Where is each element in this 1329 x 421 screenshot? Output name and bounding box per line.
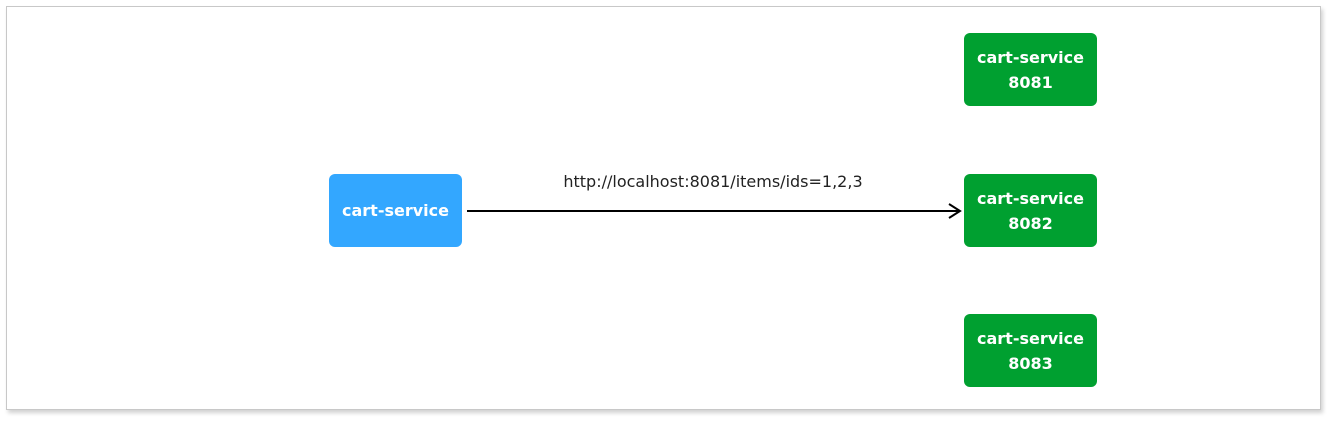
server-node-port: 8081 [1008, 72, 1053, 92]
request-url-label: http://localhost:8081/items/ids=1,2,3 [563, 172, 863, 191]
server-node-name: cart-service [977, 188, 1084, 208]
server-node-8083[interactable]: cart-service 8083 [964, 314, 1097, 387]
server-node-name: cart-service [977, 328, 1084, 348]
server-node-port: 8083 [1008, 353, 1053, 373]
diagram-canvas [6, 6, 1321, 410]
server-node-8081[interactable]: cart-service 8081 [964, 33, 1097, 106]
server-node-name: cart-service [977, 47, 1084, 67]
client-node-label: cart-service [342, 201, 449, 220]
edges-layer [467, 203, 962, 219]
server-node-8082[interactable]: cart-service 8082 [964, 174, 1097, 247]
client-node-cart-service[interactable]: cart-service [329, 174, 462, 247]
server-node-port: 8082 [1008, 213, 1053, 233]
